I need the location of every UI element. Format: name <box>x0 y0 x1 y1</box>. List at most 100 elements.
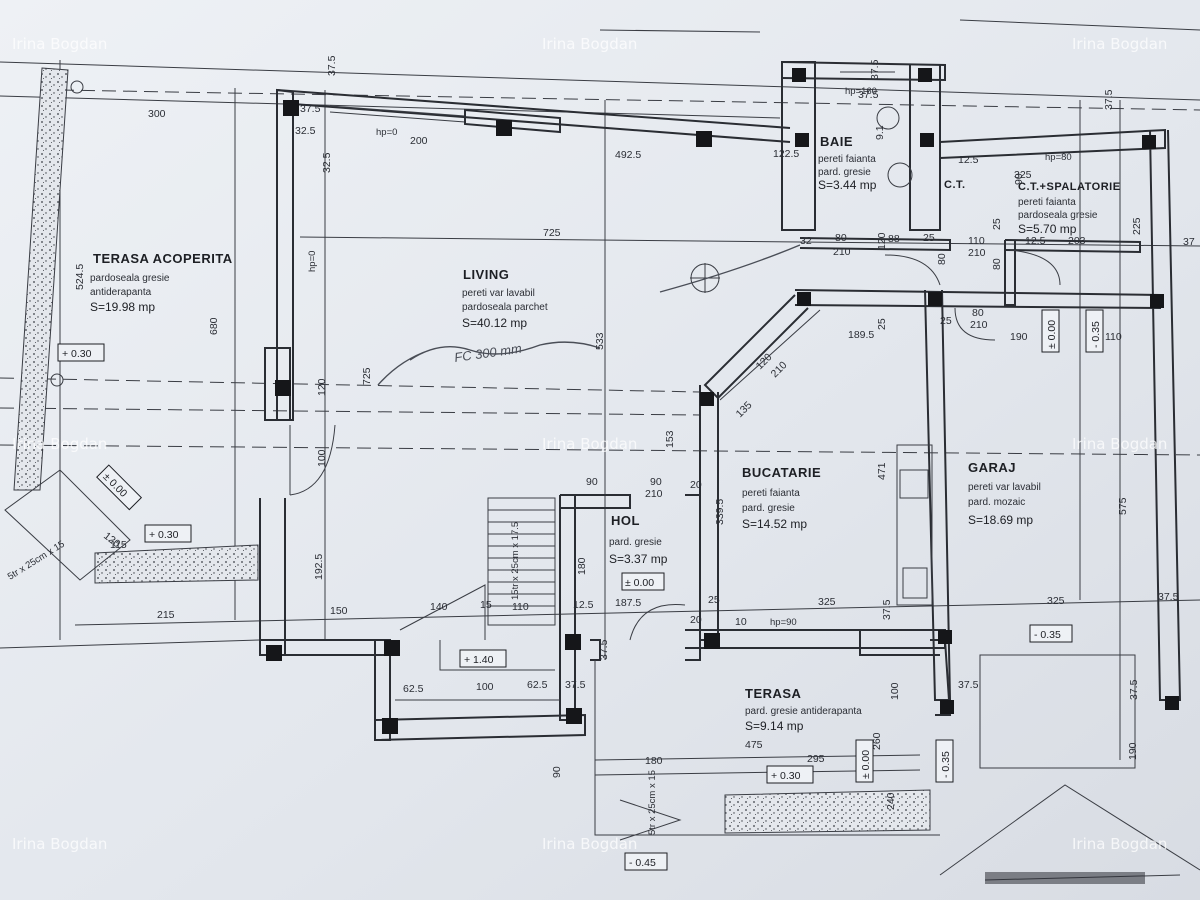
watermark-text: Irina Bogdan <box>1072 35 1167 53</box>
stair-label-main: 15tr x 25cm x 17.5 <box>510 522 521 600</box>
room-name: C.T.+SPALATORIE <box>1018 181 1121 193</box>
svg-text:37.5: 37.5 <box>858 89 879 101</box>
room-name: HOL <box>611 513 640 528</box>
svg-text:- 0.35: - 0.35 <box>940 751 952 778</box>
svg-text:533: 533 <box>594 332 606 350</box>
svg-text:80: 80 <box>835 232 847 244</box>
room-area: S=40.12 mp <box>462 316 527 330</box>
svg-text:25: 25 <box>991 218 1003 230</box>
room-desc-line1: pereti faianta <box>742 488 800 499</box>
svg-text:+ 0.30: + 0.30 <box>62 348 92 360</box>
svg-text:37.5: 37.5 <box>958 679 979 691</box>
svg-text:+ 1.40: + 1.40 <box>464 654 494 666</box>
svg-text:15: 15 <box>480 599 492 611</box>
doors-fixtures <box>50 80 1061 641</box>
gravel-strips <box>13 67 931 834</box>
svg-text:120: 120 <box>876 232 888 250</box>
svg-text:37.5: 37.5 <box>1128 679 1140 700</box>
room-bucatarie: BUCATARIE pereti faianta pard. gresie S=… <box>742 465 821 531</box>
svg-text:90: 90 <box>650 476 662 488</box>
svg-text:200: 200 <box>410 135 428 147</box>
svg-text:37.5: 37.5 <box>598 639 610 660</box>
svg-text:- 0.45: - 0.45 <box>629 857 656 869</box>
svg-text:725: 725 <box>543 227 561 239</box>
room-desc-line2: pard. mozaic <box>968 497 1025 508</box>
svg-text:203: 203 <box>1068 235 1086 247</box>
room-name: BAIE <box>820 134 853 149</box>
svg-text:37.5: 37.5 <box>869 59 881 80</box>
hp-label-baie: hp=160 <box>845 86 877 97</box>
svg-text:240: 240 <box>885 792 897 810</box>
room-area: S=3.44 mp <box>818 178 877 192</box>
svg-text:- 0.35: - 0.35 <box>1034 629 1061 641</box>
svg-text:12.5: 12.5 <box>573 599 594 611</box>
svg-text:115: 115 <box>110 539 127 551</box>
svg-text:37.5: 37.5 <box>565 679 586 691</box>
room-hol: HOL pard. gresie S=3.37 mp <box>609 513 668 566</box>
svg-text:110: 110 <box>1105 331 1122 343</box>
svg-text:62.5: 62.5 <box>403 683 424 695</box>
svg-text:180: 180 <box>576 557 588 575</box>
room-desc-line2: pard. gresie <box>818 167 871 178</box>
room-area: S=14.52 mp <box>742 517 807 531</box>
level-marker: - 0.35 <box>935 739 954 783</box>
room-desc-line2: antiderapanta <box>90 287 152 298</box>
room-name: C.T. <box>944 179 966 191</box>
svg-text:+ 0.30: + 0.30 <box>149 529 179 541</box>
room-desc-line1: pardoseala gresie <box>90 273 170 284</box>
columns <box>266 68 1179 734</box>
svg-text:± 0.00: ± 0.00 <box>860 750 872 779</box>
svg-text:100: 100 <box>476 681 494 693</box>
watermark-text: Irina Bogdan <box>542 835 637 853</box>
svg-text:325: 325 <box>818 596 836 608</box>
svg-text:295: 295 <box>807 753 825 765</box>
room-desc-line1: pard. gresie antiderapanta <box>745 706 862 717</box>
hp-label-living-top: hp=0 <box>376 127 397 138</box>
svg-text:37: 37 <box>1183 236 1195 248</box>
room-area: S=3.37 mp <box>609 552 668 566</box>
room-area: S=9.14 mp <box>745 719 804 733</box>
svg-text:20: 20 <box>690 614 702 626</box>
svg-text:210: 210 <box>645 488 663 500</box>
svg-text:32.5: 32.5 <box>295 125 316 137</box>
room-area: S=19.98 mp <box>90 300 155 314</box>
svg-text:339.5: 339.5 <box>714 499 726 525</box>
svg-text:25: 25 <box>876 318 888 330</box>
svg-text:110: 110 <box>968 235 985 247</box>
svg-text:492.5: 492.5 <box>615 149 641 161</box>
hp-labels: hp=0 hp=0 hp=160 hp=80 hp=90 <box>307 86 1072 628</box>
watermark-text: Irina Bogdan <box>12 35 107 53</box>
level-marker: ± 0.00 <box>621 572 665 591</box>
svg-text:122.5: 122.5 <box>773 148 799 160</box>
watermark-text: Irina Bogdan <box>1072 835 1167 853</box>
room-desc-line1: pard. gresie <box>609 537 662 548</box>
room-name: TERASA ACOPERITA <box>93 251 233 266</box>
room-desc-line1: pereti faianta <box>1018 197 1076 208</box>
svg-text:190: 190 <box>1010 331 1028 343</box>
svg-text:120: 120 <box>316 378 328 396</box>
hp-label-ct: hp=80 <box>1045 152 1072 163</box>
room-ct-spalatorie: C.T.+SPALATORIE pereti faianta pardoseal… <box>1018 181 1121 236</box>
svg-text:471: 471 <box>876 462 888 480</box>
svg-text:80: 80 <box>991 258 1003 270</box>
svg-text:225: 225 <box>1131 217 1143 235</box>
level-marker: - 0.35 <box>1085 309 1104 353</box>
svg-text:210: 210 <box>970 319 988 331</box>
svg-text:680: 680 <box>208 317 220 335</box>
svg-text:± 0.00: ± 0.00 <box>1046 320 1058 349</box>
watermark-text: Irina Bogdan <box>1072 435 1167 453</box>
svg-text:62.5: 62.5 <box>527 679 548 691</box>
svg-text:192.5: 192.5 <box>313 554 325 580</box>
walls <box>4 61 1200 884</box>
level-marker: - 0.45 <box>624 852 668 871</box>
room-area: S=18.69 mp <box>968 513 1033 527</box>
svg-text:260: 260 <box>871 732 883 750</box>
svg-text:9.1: 9.1 <box>874 125 886 140</box>
svg-text:110: 110 <box>512 601 529 613</box>
svg-text:524.5: 524.5 <box>74 264 86 290</box>
hp-label-kitchen: hp=90 <box>770 617 797 628</box>
svg-text:80: 80 <box>972 307 984 319</box>
room-area: S=5.70 mp <box>1018 222 1077 236</box>
room-terasa-acoperita: TERASA ACOPERITA pardoseala gresie antid… <box>90 251 233 314</box>
svg-text:150: 150 <box>330 605 348 617</box>
